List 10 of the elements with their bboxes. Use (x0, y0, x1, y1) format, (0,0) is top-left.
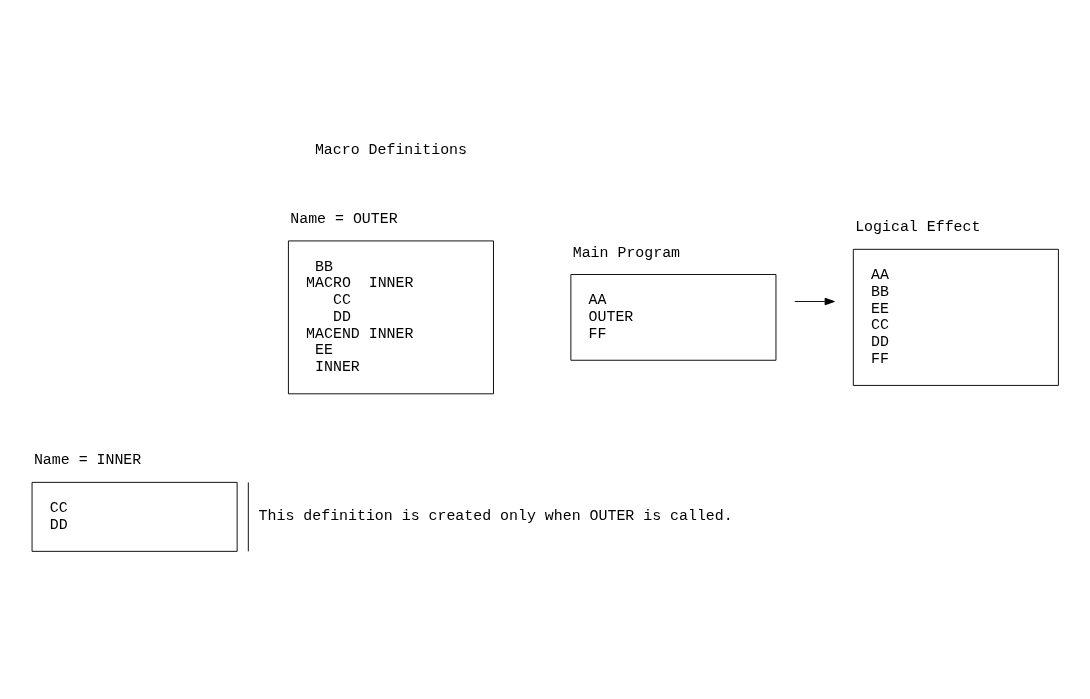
label: Macro Definitions (314, 141, 467, 158)
node-label: Name = OUTER (290, 210, 398, 227)
node-box: AA OUTER FF (570, 273, 777, 361)
node-label: This definition is created only when OUTER is called. (258, 507, 733, 524)
node-label: Main Program (572, 244, 681, 261)
node-label: Logical Effect (855, 218, 981, 235)
arrow (794, 297, 835, 305)
node-box: BB MACRO INNER CC DD MACEND INNER EE INNER (287, 239, 494, 394)
node-label: Name = INNER (33, 451, 142, 468)
node-box: AA BB EE CC DD FF (852, 248, 1059, 386)
